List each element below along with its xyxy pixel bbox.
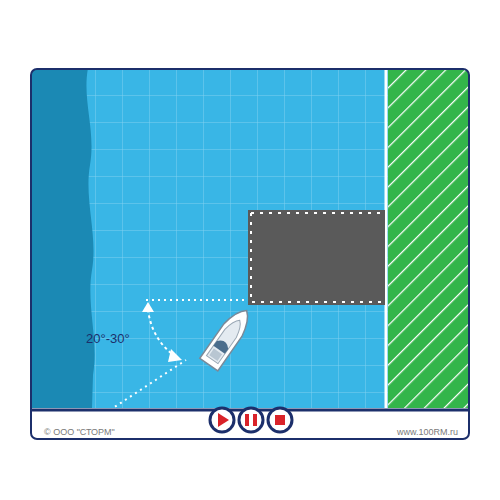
approach-path (110, 360, 186, 410)
control-bar (31, 408, 469, 439)
pause-button (239, 408, 263, 432)
angle-label: 20°-30° (86, 331, 130, 346)
boat (200, 304, 256, 371)
water-grid (31, 69, 390, 408)
angle-arrowhead (142, 302, 154, 312)
play-button (210, 408, 234, 432)
pier-edge (251, 213, 383, 302)
scene (31, 69, 469, 439)
angle-arrowhead (168, 349, 182, 362)
pier (248, 210, 385, 305)
shore (388, 69, 469, 408)
pier-reference (146, 299, 248, 301)
frame (31, 69, 469, 439)
website-note: www.100RM.ru (397, 427, 458, 437)
stop-button (268, 408, 292, 432)
deep-water (31, 69, 95, 408)
copyright-note: © ООО "СТОРМ" (44, 427, 115, 437)
